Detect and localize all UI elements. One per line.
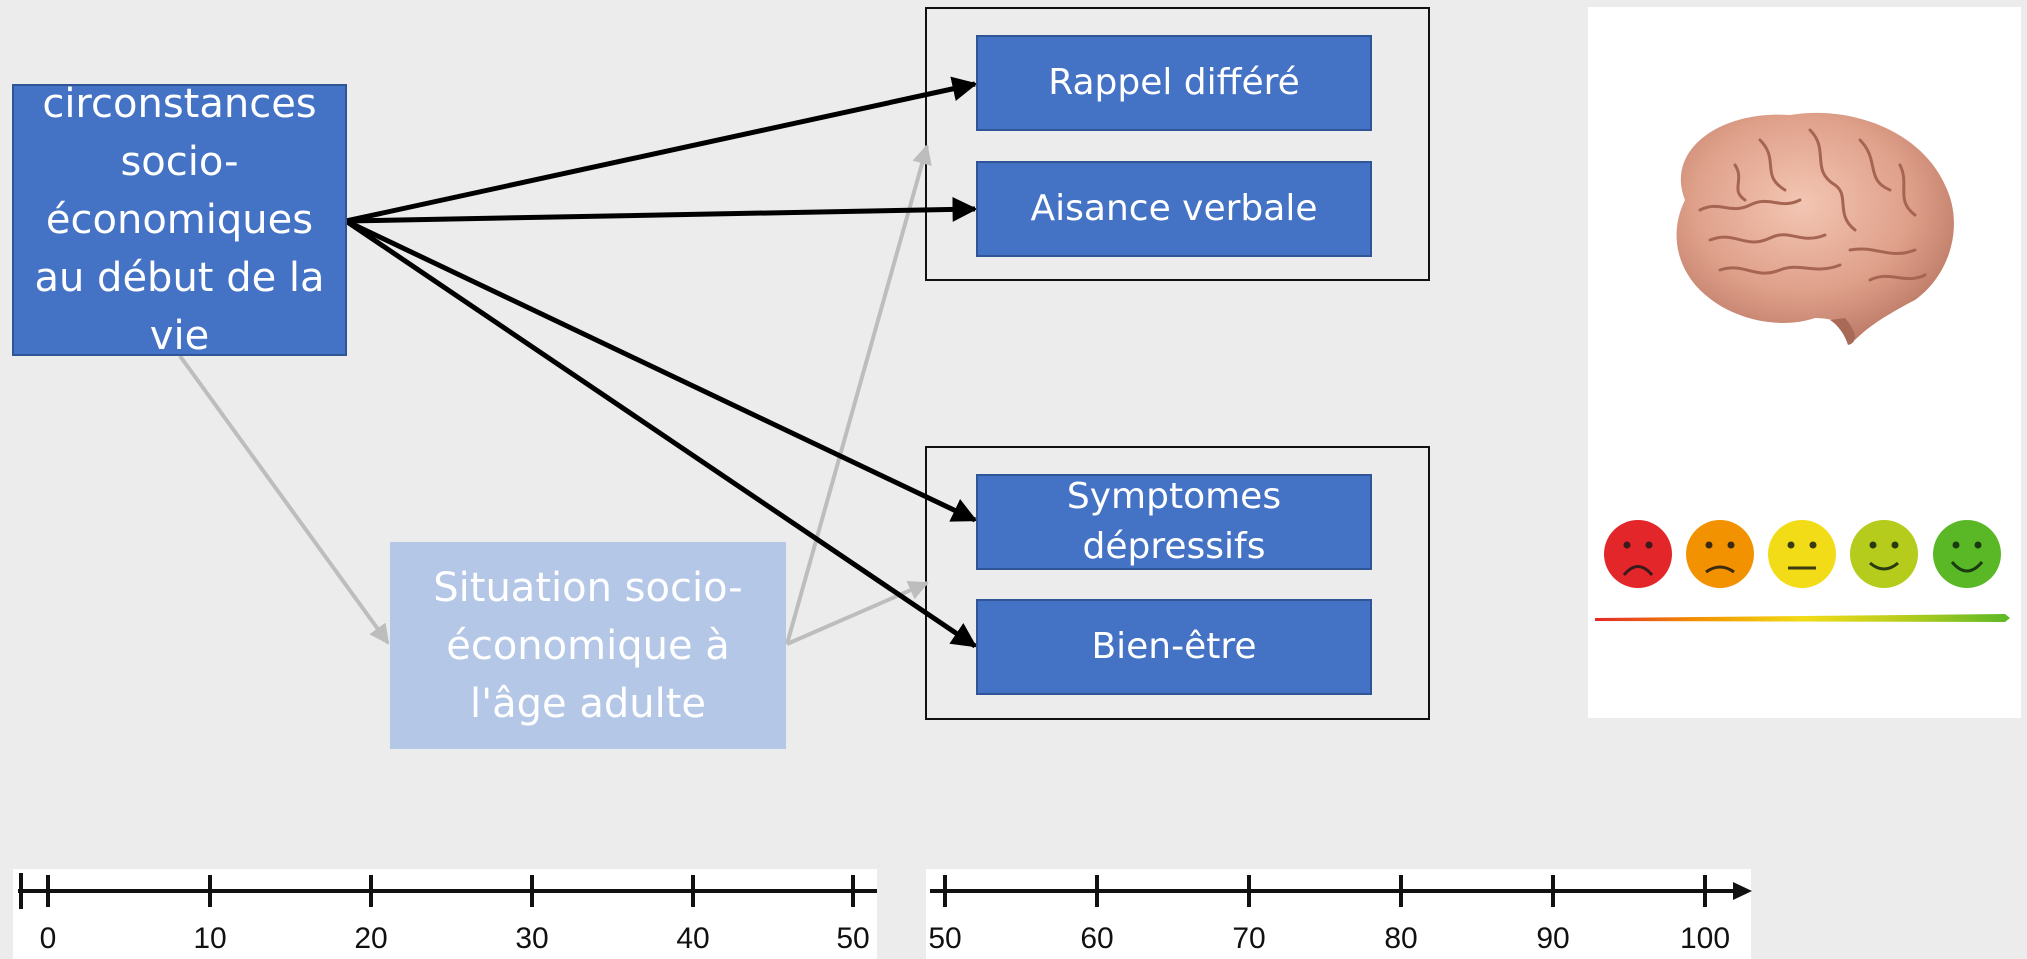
arrow-early-to-fluency — [345, 196, 978, 224]
timeline-right — [930, 882, 1752, 900]
timeline-left — [18, 873, 877, 909]
neutral-face-icon — [1768, 520, 1836, 588]
node-early-life-circumstances: circonstances socio-économiques au début… — [12, 81, 347, 359]
timeline-right-tick-label: 90 — [1536, 922, 1569, 955]
cognitive-outcomes-group — [925, 7, 1430, 281]
timeline-left-tick-label: 50 — [836, 922, 869, 955]
timeline-right-tick-label: 50 — [928, 922, 961, 955]
timeline-left-tick-label: 30 — [515, 922, 548, 955]
timeline-right-tick-label: 100 — [1680, 922, 1730, 955]
timeline-left-tick-label: 10 — [193, 922, 226, 955]
timeline-right-background — [926, 869, 1751, 959]
timeline-right-tick-label: 70 — [1232, 922, 1265, 955]
very-happy-face-icon — [1933, 520, 2001, 588]
node-verbal-fluency-label: Aisance verbale — [1030, 188, 1318, 229]
arrow-early-to-recall — [345, 76, 978, 224]
timeline-left-tick-label: 20 — [354, 922, 387, 955]
sad-face-icon — [1686, 520, 1754, 588]
arrow-early-to-wellbeing — [344, 218, 978, 649]
node-adult-label: Situation socio-économique à l'âge adult… — [433, 564, 743, 727]
node-depressive-symptoms-label: Symptomes dépressifs — [1066, 476, 1282, 567]
timeline-left-background — [13, 869, 877, 959]
timeline-left-tick-label: 0 — [40, 922, 57, 955]
node-verbal-fluency: Aisance verbale — [976, 161, 1372, 257]
node-wellbeing-label: Bien-être — [1091, 626, 1257, 667]
mood-gradient-bar — [1595, 614, 2010, 622]
arrow-adult-to-mental — [786, 581, 929, 646]
node-depressive-symptoms: Symptomes dépressifs — [976, 474, 1372, 570]
arrow-early-to-depression — [344, 218, 978, 523]
arrow-early-to-adult — [178, 354, 390, 645]
node-delayed-recall: Rappel différé — [976, 35, 1372, 131]
timeline-right-tick-label: 80 — [1384, 922, 1417, 955]
very-sad-face-icon — [1604, 520, 1672, 588]
arrow-adult-to-cognitive — [785, 144, 932, 645]
timeline-right-tick-label: 60 — [1080, 922, 1113, 955]
node-delayed-recall-label: Rappel différé — [1048, 62, 1300, 103]
node-adult-situation: Situation socio-économique à l'âge adult… — [390, 542, 786, 749]
node-wellbeing: Bien-être — [976, 599, 1372, 695]
happy-face-icon — [1850, 520, 1918, 588]
timeline-left-tick-label: 40 — [676, 922, 709, 955]
node-early-life-label: circonstances socio-économiques au début… — [34, 81, 325, 359]
